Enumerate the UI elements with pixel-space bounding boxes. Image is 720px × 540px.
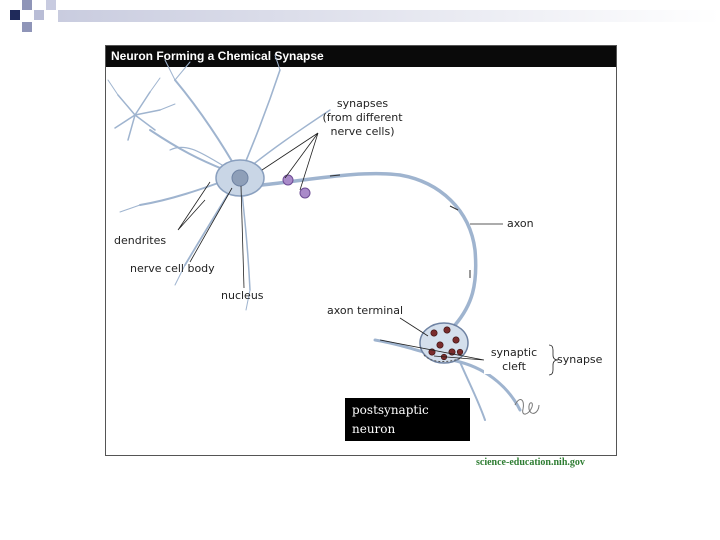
nucleus-shape xyxy=(231,169,249,187)
leader-nucleus xyxy=(240,185,245,289)
diagram-title: Neuron Forming a Chemical Synapse xyxy=(106,46,616,67)
label-nerve-cell-body: nerve cell body xyxy=(130,262,215,275)
slide-corner-decoration xyxy=(10,0,720,32)
axon-path xyxy=(260,171,478,327)
source-credit: science-education.nih.gov xyxy=(476,457,585,468)
leader-dendrites xyxy=(177,181,211,231)
distant-cell-dendrites xyxy=(107,77,226,171)
leader-synapses xyxy=(261,132,319,191)
label-dendrites: dendrites xyxy=(114,234,167,247)
synaptic-cleft-line xyxy=(423,354,463,363)
label-synapses: synapses (from different nerve cells) xyxy=(322,97,403,138)
label-synaptic-cleft: synaptic cleft xyxy=(484,346,544,374)
label-axon-terminal: axon terminal xyxy=(327,304,404,317)
incoming-synapse xyxy=(299,187,311,199)
label-axon: axon xyxy=(507,217,534,230)
leader-cleft xyxy=(379,339,485,361)
leader-axon-terminal xyxy=(399,317,429,337)
postsynaptic-neuron-label: postsynaptic neuron xyxy=(345,398,470,441)
incoming-synapse xyxy=(282,174,294,186)
artist-signature xyxy=(514,398,540,415)
synapse-brace xyxy=(548,344,559,376)
label-synapse: synapse xyxy=(557,353,603,366)
label-nucleus: nucleus xyxy=(221,289,264,302)
synaptic-vesicles xyxy=(428,326,464,361)
diagram-frame: Neuron Forming a Chemical Synapse xyxy=(105,45,617,456)
leader-cell-body xyxy=(189,187,233,263)
